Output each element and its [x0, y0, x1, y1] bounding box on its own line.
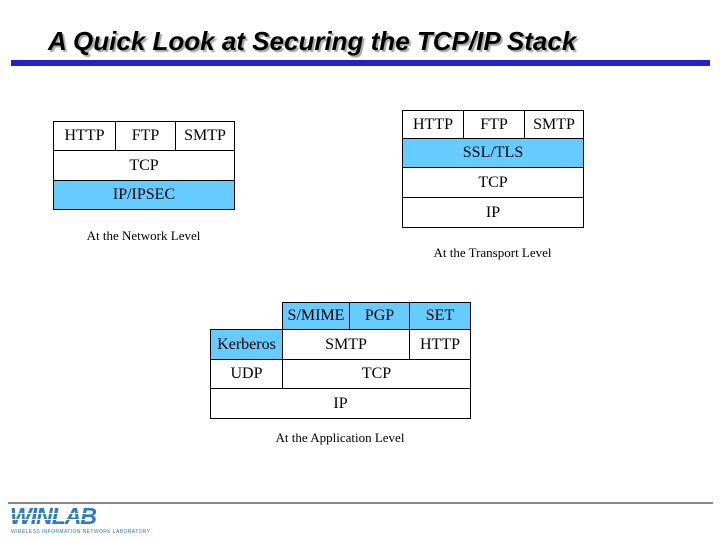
transport-cell-ip: IP: [402, 197, 584, 228]
table-row: UDP TCP: [210, 359, 471, 389]
application-stack-table: S/MIME PGP SET Kerberos SMTP HTTP UDP TC…: [210, 302, 471, 419]
transport-cell-smtp: SMTP: [524, 110, 584, 139]
network-stack-table: HTTP FTP SMTP TCP IP/IPSEC: [53, 121, 235, 210]
transport-level-caption: At the Transport Level: [433, 245, 552, 260]
winlab-logo-tagline: WIRELESS INFORMATION NETWORK LABORATORY: [11, 529, 151, 535]
application-cell-tcp: TCP: [282, 359, 471, 389]
application-level-caption: At the Application Level: [275, 430, 405, 445]
table-row: SSL/TLS: [402, 138, 584, 168]
logo-stripe-decoration: [10, 519, 90, 520]
transport-cell-ftp: FTP: [463, 110, 525, 139]
application-cell-pgp: PGP: [349, 302, 410, 330]
table-row: S/MIME PGP SET: [211, 302, 471, 330]
logo-stripe-decoration: [10, 513, 90, 514]
table-row: HTTP FTP SMTP: [53, 121, 235, 151]
application-cell-ip: IP: [210, 388, 471, 419]
transport-cell-tcp: TCP: [402, 167, 584, 198]
table-row: HTTP FTP SMTP: [402, 110, 584, 139]
application-cell-kerberos: Kerberos: [210, 329, 283, 360]
application-cell-set: SET: [409, 302, 471, 330]
application-cell-udp: UDP: [210, 359, 283, 389]
application-cell-smtp: SMTP: [282, 329, 410, 360]
slide-title: A Quick Look at Securing the TCP/IP Stac…: [48, 26, 577, 56]
footer-divider-line: [8, 502, 713, 504]
table-row: IP: [210, 388, 471, 419]
table-row: IP: [402, 197, 584, 228]
transport-stack-table: HTTP FTP SMTP SSL/TLS TCP IP: [402, 110, 584, 228]
network-cell-smtp: SMTP: [175, 121, 235, 151]
table-row: TCP: [402, 167, 584, 198]
network-cell-ip-ipsec: IP/IPSEC: [53, 180, 235, 210]
transport-cell-http: HTTP: [402, 110, 464, 139]
table-row: IP/IPSEC: [53, 180, 235, 210]
winlab-logo: WINLAB WIRELESS INFORMATION NETWORK LABO…: [10, 503, 150, 537]
transport-cell-ssl-tls: SSL/TLS: [402, 138, 584, 168]
title-underline-bar: [11, 60, 710, 66]
table-row: Kerberos SMTP HTTP: [210, 329, 471, 360]
application-cell-smime: S/MIME: [282, 302, 350, 330]
table-row: TCP: [53, 150, 235, 181]
network-cell-ftp: FTP: [115, 121, 176, 151]
application-cell-http: HTTP: [409, 329, 471, 360]
network-cell-tcp: TCP: [53, 150, 235, 181]
winlab-logo-text: WINLAB: [10, 503, 97, 529]
network-level-caption: At the Network Level: [86, 228, 201, 243]
application-cell-empty: [211, 303, 283, 330]
network-cell-http: HTTP: [53, 121, 116, 151]
